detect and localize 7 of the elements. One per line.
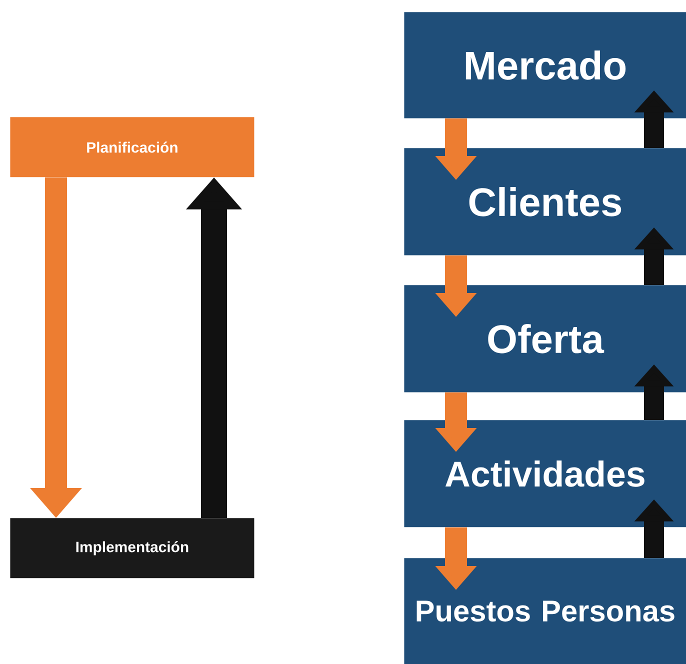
process-box: Oferta (404, 285, 686, 392)
process-box: Clientes (404, 148, 686, 256)
process-box: Puestos Personas (404, 558, 686, 664)
process-box: Mercado (404, 12, 686, 118)
process-box: Planificación (10, 117, 254, 178)
process-box: Implementación (10, 518, 254, 578)
process-box: Actividades (404, 420, 686, 528)
